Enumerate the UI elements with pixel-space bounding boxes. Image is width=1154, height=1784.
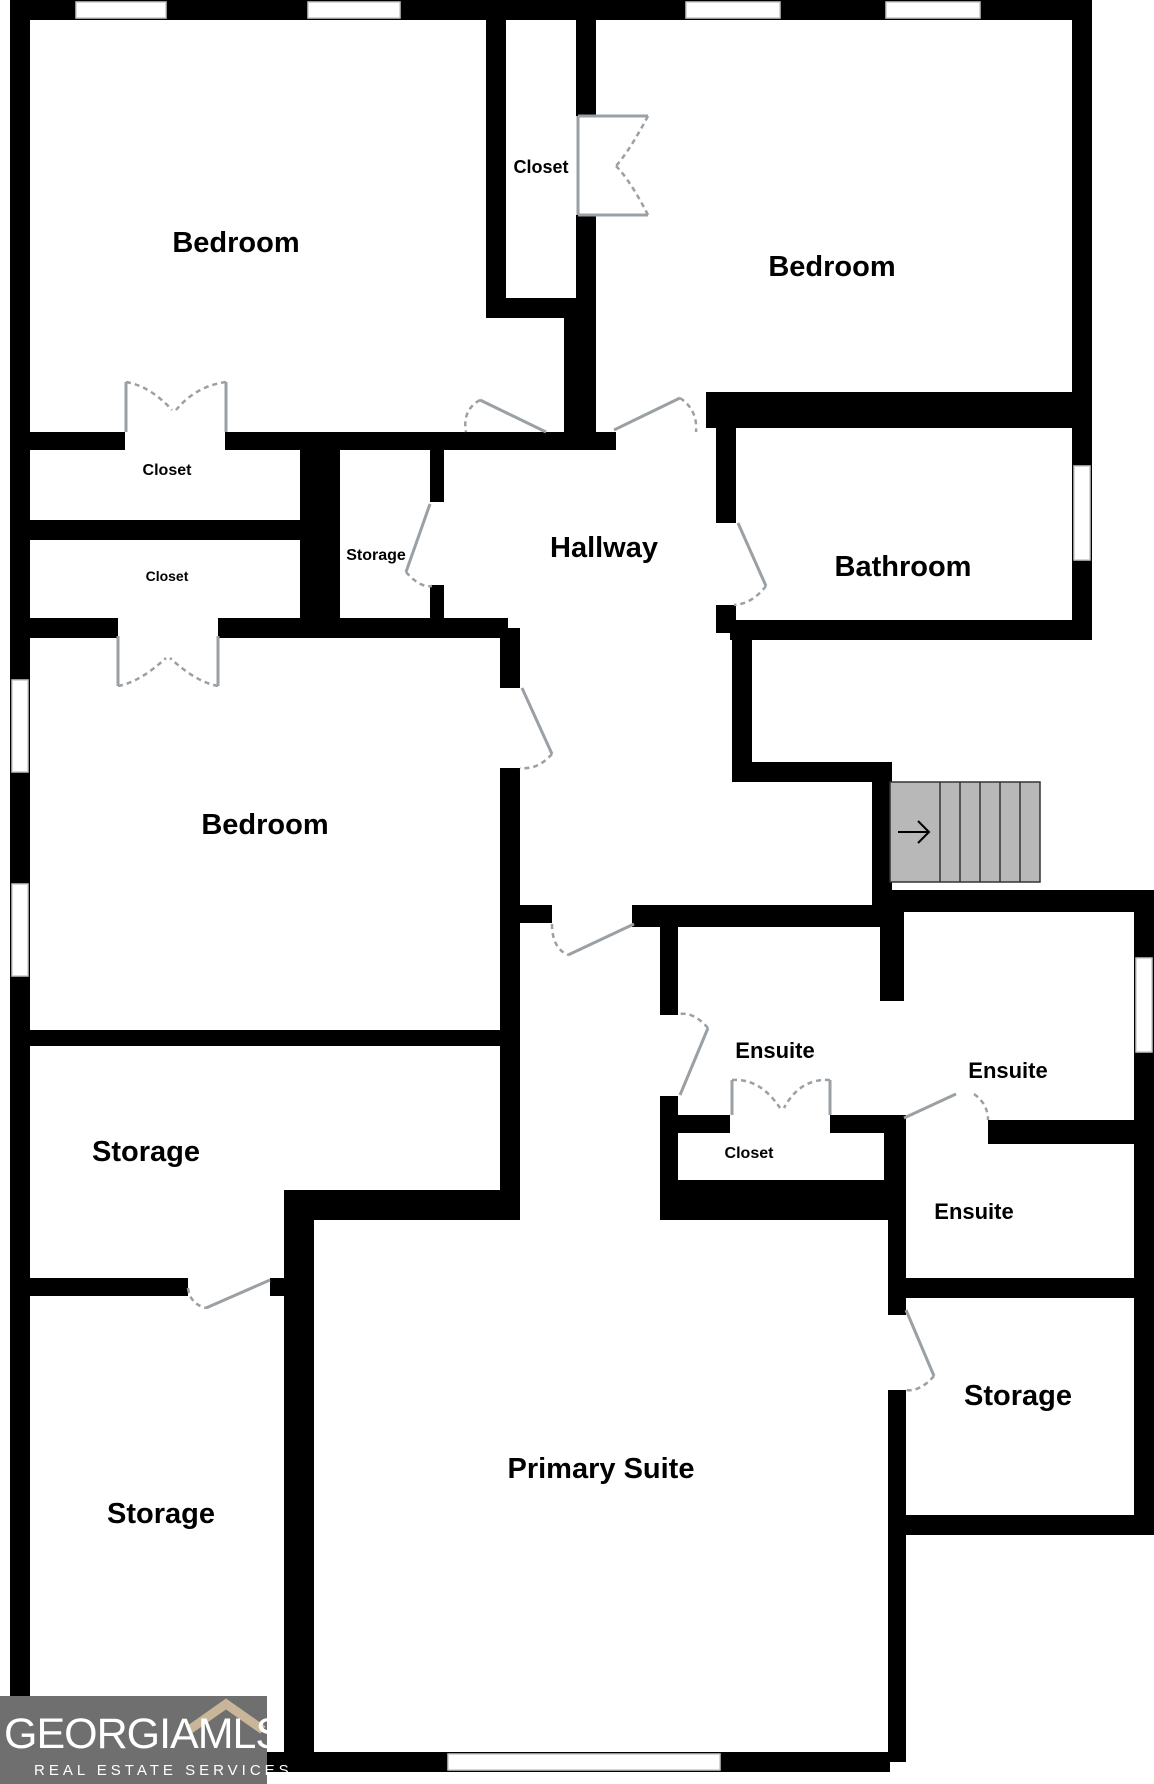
room-label-closet-ensuite: Closet (725, 1145, 775, 1162)
logo-subtitle-text: REAL ESTATE SERVICES (34, 1762, 293, 1779)
stairs (889, 781, 1041, 883)
room-label-hallway: Hallway (550, 532, 658, 564)
georgiamls-logo: GEORGIAMLS REAL ESTATE SERVICES (0, 1696, 289, 1784)
logo-brand-text: GEORGIAMLS (4, 1710, 284, 1758)
room-label-ensuite-3: Ensuite (934, 1199, 1013, 1224)
windows (11, 1, 1153, 1771)
room-label-ensuite-2: Ensuite (968, 1058, 1047, 1083)
room-label-bathroom: Bathroom (835, 551, 972, 583)
room-label-storage-small: Storage (346, 547, 406, 564)
room-label-storage-left-lower: Storage (107, 1498, 215, 1530)
room-labels: Bedroom Closet Bedroom Closet Closet Sto… (92, 157, 1072, 1530)
room-label-storage-left-upper: Storage (92, 1136, 200, 1168)
arrow-right-icon (898, 820, 931, 844)
room-label-bedroom-1: Bedroom (172, 227, 299, 259)
room-label-closet-top: Closet (513, 157, 568, 177)
room-label-closet-left-lower: Closet (146, 568, 189, 584)
room-label-bedroom-3: Bedroom (201, 809, 328, 841)
room-label-primary-suite: Primary Suite (508, 1453, 695, 1485)
house-roof-icon (186, 1698, 266, 1734)
room-label-storage-right: Storage (964, 1380, 1072, 1412)
room-label-ensuite-1: Ensuite (735, 1038, 814, 1063)
room-label-bedroom-2: Bedroom (768, 251, 895, 283)
doors (116, 114, 990, 1392)
room-label-closet-left-upper: Closet (143, 462, 193, 479)
